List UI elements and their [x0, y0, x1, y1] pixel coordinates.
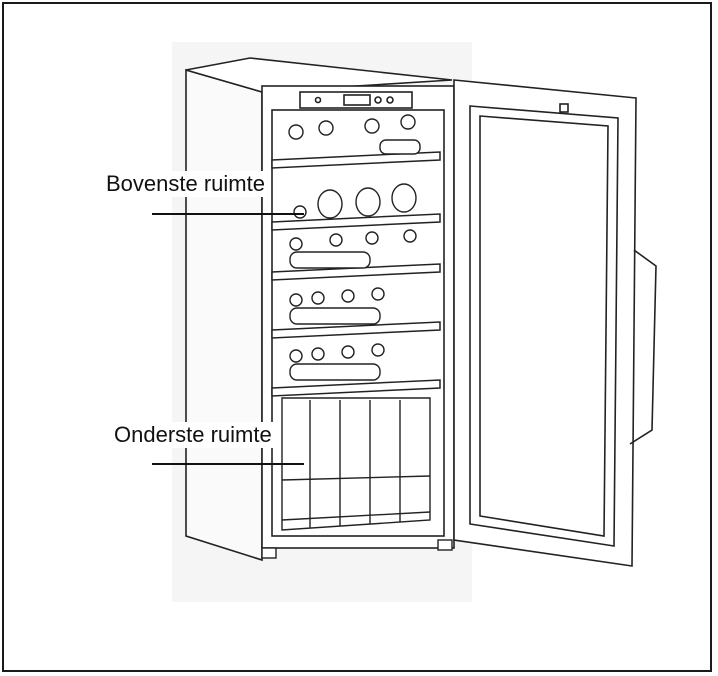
control-button — [314, 96, 322, 104]
shelf — [271, 151, 441, 169]
door-handle — [629, 249, 657, 445]
shelves — [271, 151, 441, 397]
shelf — [271, 263, 441, 281]
cabinet-top — [185, 57, 453, 93]
callout-leader-upper — [152, 213, 304, 215]
control-button — [374, 96, 382, 104]
callout-label-upper: Bovenste ruimte — [102, 171, 269, 197]
glass-door — [453, 79, 657, 567]
control-button — [386, 96, 394, 104]
callout-leader-lower — [152, 463, 304, 465]
bottles — [288, 114, 421, 381]
lower-basket — [281, 397, 431, 531]
temperature-display — [343, 94, 371, 106]
feet — [261, 539, 453, 559]
callout-label-lower: Onderste ruimte — [110, 422, 276, 448]
lock-icon — [559, 103, 569, 113]
shelf — [271, 321, 441, 339]
cabinet-side — [185, 68, 263, 562]
shelf — [271, 213, 441, 231]
shelf — [271, 379, 441, 397]
